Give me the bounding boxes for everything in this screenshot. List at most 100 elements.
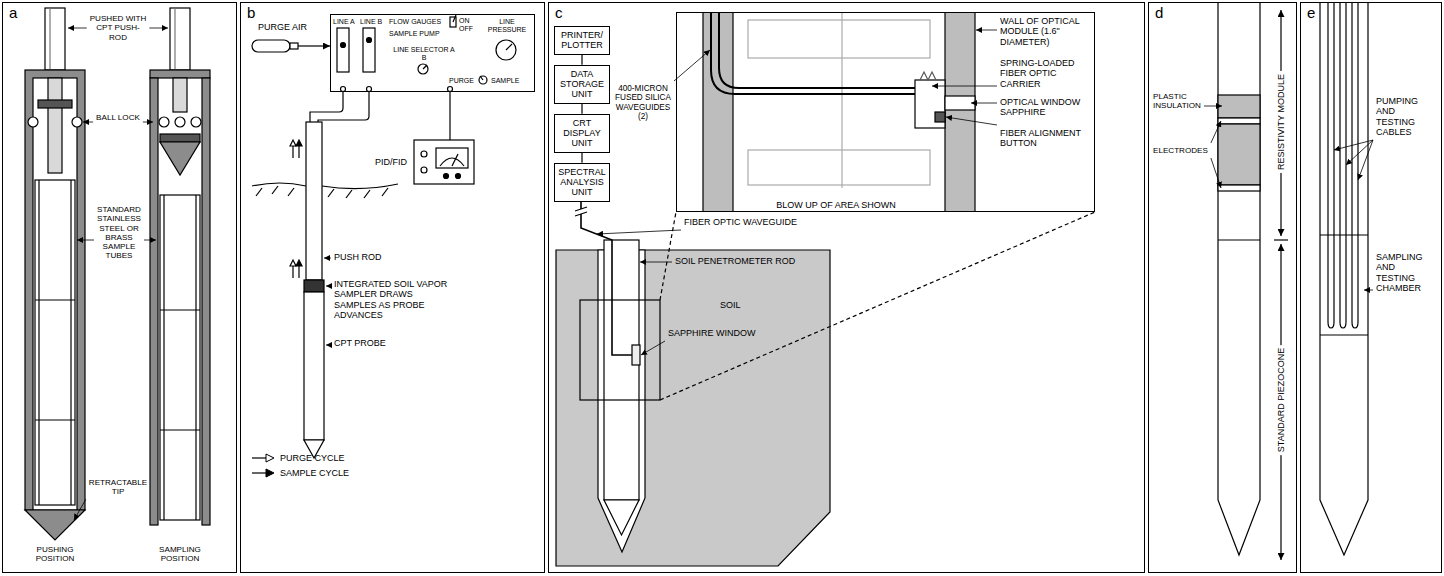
vapor-sampling-system bbox=[364, 190, 370, 198]
pid-fid-meter: PID/FID bbox=[375, 140, 475, 184]
leader-line bbox=[1211, 121, 1221, 143]
sampling-probe bbox=[195, 195, 196, 520]
optical-module-detail bbox=[732, 13, 733, 211]
callout-label: OPTICAL WINDOW SAPPHIRE bbox=[1000, 97, 1090, 118]
callout-label: SAMPLING POSITION bbox=[140, 545, 220, 564]
pushing-probe bbox=[25, 70, 85, 510]
leader-group bbox=[68, 28, 1373, 520]
vapor-sampling-system bbox=[341, 43, 346, 48]
optical-module-detail bbox=[748, 150, 930, 185]
node-label: FLOW GAUGES bbox=[389, 18, 447, 26]
optical-module-detail bbox=[920, 72, 936, 80]
legend-arrow bbox=[252, 472, 266, 473]
vapor-sampling-system bbox=[436, 148, 468, 168]
optical-module-detail bbox=[935, 112, 945, 122]
callout-label: SAPPHIRE WINDOW bbox=[668, 328, 768, 338]
node-label: BLOW UP OF AREA SHOWN bbox=[766, 200, 906, 210]
leader-line bbox=[326, 286, 331, 287]
callout-label: SPRING-LOADED FIBER OPTIC CARRIER bbox=[1000, 58, 1090, 89]
pushing-probe bbox=[28, 117, 38, 127]
sampling-probe bbox=[160, 429, 200, 430]
vapor-sampling-system bbox=[418, 64, 428, 74]
sampling-probe bbox=[160, 309, 200, 310]
optical-probe bbox=[575, 207, 587, 211]
pushing-probe bbox=[48, 78, 62, 173]
node-label: LINE A bbox=[333, 18, 359, 26]
pushing-probe bbox=[72, 117, 82, 127]
vapor-sampling-system bbox=[318, 92, 369, 122]
vapor-sampling-system bbox=[304, 292, 324, 440]
hydro-probe bbox=[1320, 2, 1368, 555]
vapor-sampling-system bbox=[290, 260, 296, 266]
callout-label: FIBER ALIGNMENT BUTTON bbox=[1000, 128, 1090, 149]
leader-line bbox=[1204, 106, 1222, 107]
leader-line bbox=[971, 103, 997, 104]
vapor-sampling-system bbox=[290, 43, 298, 49]
vapor-sampling-system bbox=[423, 65, 427, 69]
sampling-probe bbox=[202, 78, 210, 525]
vapor-sampling-system bbox=[363, 28, 375, 72]
vapor-sampling-system bbox=[272, 186, 278, 194]
callout-label: PUSHED WITH CPT PUSH-ROD bbox=[88, 14, 148, 42]
sampling-probe bbox=[150, 70, 210, 78]
node-label: PID/FID bbox=[375, 157, 413, 167]
vapor-sampling-system bbox=[421, 167, 427, 173]
optical-module-detail bbox=[711, 13, 915, 94]
vapor-sampling-system bbox=[506, 44, 512, 50]
leader-line bbox=[1346, 140, 1373, 165]
optical-probe bbox=[660, 212, 1095, 400]
vapor-sampling-system bbox=[290, 140, 296, 146]
leader-line bbox=[976, 30, 997, 31]
node-label: LINE B bbox=[360, 18, 387, 26]
resistivity-probe bbox=[1218, 239, 1260, 240]
resistivity-probe bbox=[1218, 95, 1260, 118]
vapor-sampling-system bbox=[479, 76, 487, 84]
resistivity-probe bbox=[1218, 185, 1260, 191]
optical-probe bbox=[604, 240, 639, 500]
callout-label: RETRACTABLE TIP bbox=[88, 478, 148, 497]
panel-letter: c bbox=[555, 5, 579, 22]
panel-letter: b bbox=[247, 5, 271, 22]
leader-line bbox=[1358, 140, 1373, 180]
vapor-sampling-system bbox=[453, 15, 456, 22]
optical-probe bbox=[660, 212, 676, 300]
process-box: SPECTRAL ANALYSIS UNIT bbox=[554, 163, 610, 202]
process-box: PRINTER/ PLOTTER bbox=[554, 26, 610, 55]
node-label: SAMPLE bbox=[491, 77, 533, 85]
pushing-probe bbox=[38, 180, 39, 505]
vapor-sampling-system bbox=[341, 87, 346, 92]
legend: PURGE CYCLESAMPLE CYCLE bbox=[250, 450, 349, 480]
panel-letter: d bbox=[1155, 5, 1179, 22]
vapor-sampling-system bbox=[296, 260, 302, 266]
legend-text: PURGE CYCLE bbox=[280, 453, 345, 463]
callout-label: SAMPLING AND TESTING CHAMBER bbox=[1376, 252, 1436, 293]
vapor-sampling-system bbox=[322, 184, 398, 189]
leader-line bbox=[324, 258, 331, 259]
optical-probe bbox=[556, 180, 1095, 566]
sampling-probe bbox=[160, 195, 200, 520]
legend-arrow bbox=[252, 457, 266, 458]
vapor-sampling-system bbox=[256, 188, 262, 196]
pushing-probe bbox=[25, 8, 85, 540]
leader-line bbox=[674, 50, 710, 81]
node-label: LINE PRESSURE bbox=[481, 18, 533, 34]
vapor-sampling-system bbox=[298, 146, 299, 158]
vapor-sampling-system bbox=[414, 140, 474, 184]
vapor-sampling-system bbox=[292, 146, 293, 158]
optical-probe bbox=[575, 212, 587, 216]
pushing-probe bbox=[45, 8, 65, 70]
dimension-label: STANDARD PIEZOCONE bbox=[1276, 345, 1286, 455]
leader-line bbox=[74, 499, 86, 520]
sampling-probe bbox=[150, 8, 210, 525]
legend-arrow bbox=[266, 454, 274, 462]
optical-module-detail bbox=[915, 80, 945, 128]
callout-label: PURGE AIR bbox=[258, 22, 328, 32]
vapor-sampling-system bbox=[382, 188, 388, 196]
optical-probe bbox=[556, 250, 830, 566]
node-label: SPECTRAL ANALYSIS UNIT bbox=[557, 167, 607, 198]
resistivity-probe bbox=[1218, 118, 1260, 124]
legend-arrow bbox=[266, 469, 274, 477]
hydro-probe bbox=[1340, 2, 1346, 328]
